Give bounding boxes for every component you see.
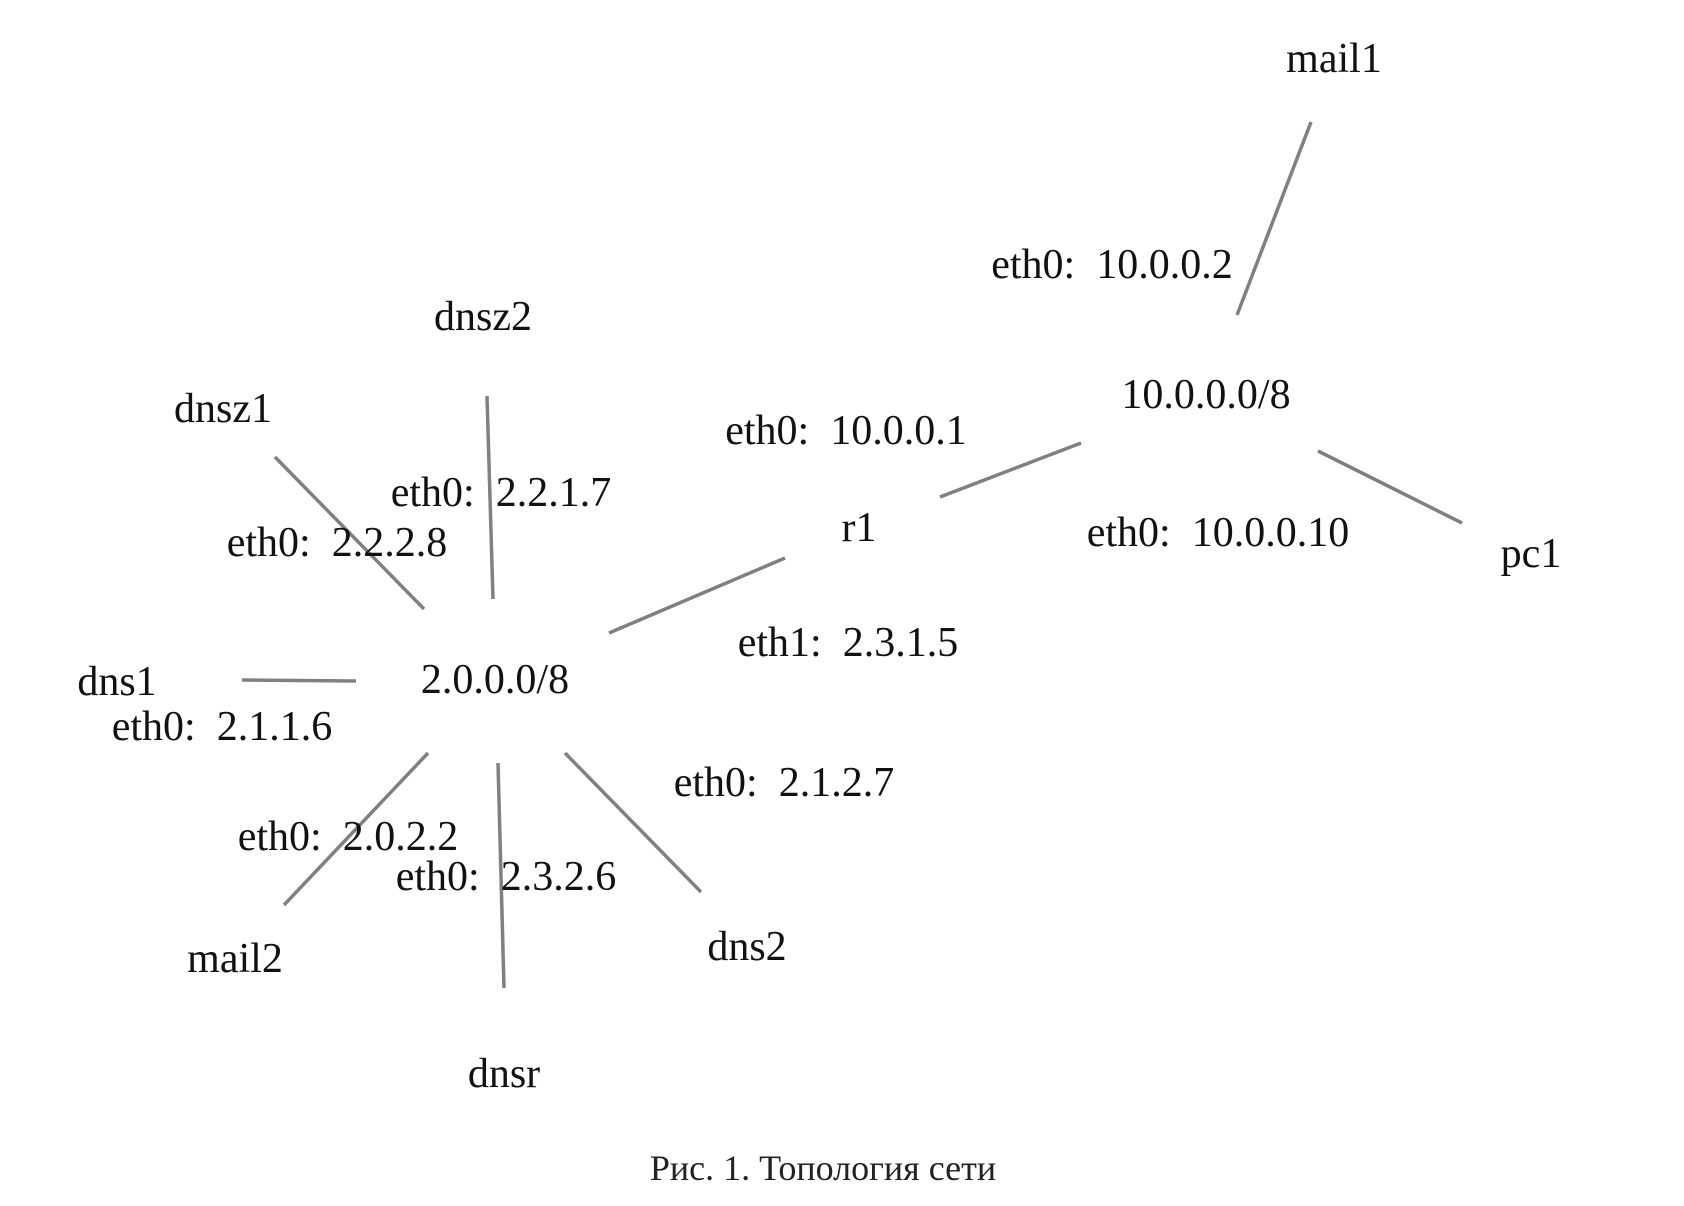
iface-dnsr-eth0: eth0: 2.3.2.6: [396, 854, 616, 900]
link-dns2-net2: [563, 751, 703, 894]
node-dnsz1: dnsz1: [174, 386, 272, 432]
link-r1-net10: [939, 441, 1082, 499]
iface-dnsz2-eth0: eth0: 2.2.1.7: [391, 470, 611, 516]
link-net2-r1: [608, 556, 786, 635]
iface-mail1-eth0: eth0: 10.0.0.2: [991, 242, 1232, 288]
node-dnsr: dnsr: [468, 1051, 540, 1097]
iface-dnsz1-eth0: eth0: 2.2.2.8: [227, 520, 447, 566]
link-net10-pc1: [1317, 449, 1463, 525]
node-network-2: 2.0.0.0/8: [421, 657, 569, 703]
links: [241, 121, 1463, 989]
iface-dns2-eth0: eth0: 2.1.2.7: [674, 760, 894, 806]
link-dnsz2-net2: [485, 395, 495, 600]
figure-caption: Рис. 1. Топология сети: [650, 1148, 996, 1188]
node-mail2: mail2: [187, 936, 283, 982]
link-dnsr-net2: [496, 762, 506, 989]
node-pc1: pc1: [1501, 531, 1562, 577]
node-dns2: dns2: [707, 924, 786, 970]
link-mail2-net2: [282, 751, 430, 907]
node-dns1: dns1: [77, 659, 156, 705]
node-dnsz2: dnsz2: [434, 294, 532, 340]
link-mail1-net10: [1235, 121, 1313, 316]
iface-r1-eth1: eth1: 2.3.1.5: [738, 620, 958, 666]
iface-r1-eth0: eth0: 10.0.0.1: [725, 408, 966, 454]
iface-pc1-eth0: eth0: 10.0.0.10: [1087, 510, 1349, 556]
node-r1: r1: [842, 505, 877, 551]
iface-mail2-eth0: eth0: 2.0.2.2: [238, 814, 458, 860]
interface-labels: eth0: 10.0.0.2 eth0: 10.0.0.1 eth0: 10.0…: [112, 242, 1349, 900]
link-dnsz1-net2: [273, 455, 426, 611]
iface-dns1-eth0: eth0: 2.1.1.6: [112, 704, 332, 750]
node-mail1: mail1: [1286, 36, 1382, 82]
nodes: mail1 10.0.0.0/8 pc1 r1 2.0.0.0/8 dnsz2 …: [77, 36, 1561, 1097]
link-dns1-net2: [241, 678, 357, 683]
node-network-10: 10.0.0.0/8: [1121, 372, 1290, 418]
